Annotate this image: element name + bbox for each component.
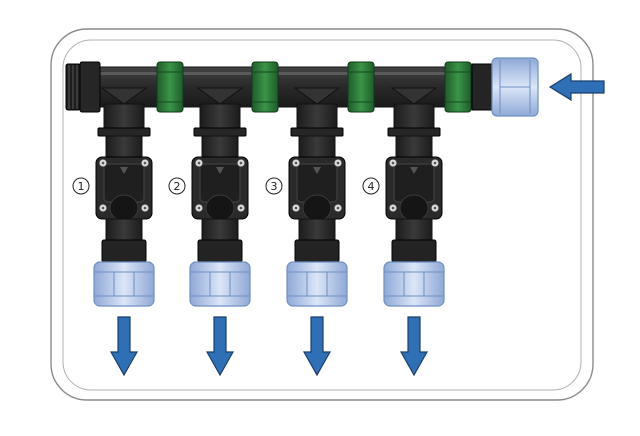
- outlet-fitting-body: [93, 261, 155, 307]
- valve-stem-collar: [290, 127, 344, 137]
- valve-4: 4: [362, 103, 445, 377]
- valve-3: 3: [265, 103, 348, 377]
- outlet-arrow-down-3: [302, 316, 332, 377]
- outlet-fitting-2: [189, 261, 251, 307]
- inlet-arrow-left: [548, 72, 605, 102]
- header-end-collar: [79, 61, 101, 113]
- valve-stem-upper: [103, 103, 145, 131]
- enclosure-inner-outline: [62, 39, 582, 391]
- valve-solenoid-base: [399, 194, 429, 222]
- screw-center: [101, 161, 105, 165]
- screw-center: [143, 161, 147, 165]
- outlet-fitting-body: [286, 261, 348, 307]
- valve-stem-collar: [387, 127, 441, 137]
- valve-stem-mid: [201, 135, 239, 159]
- valve-stem-mid: [298, 135, 336, 159]
- coupling-body: [444, 61, 472, 113]
- inlet-nut-dark: [471, 63, 495, 111]
- valve-stem-upper: [393, 103, 435, 131]
- outlet-arrow-down-2: [205, 316, 235, 377]
- valve-number-label: 3: [271, 180, 278, 193]
- valve-stem-collar: [97, 127, 151, 137]
- valve-flow-marker: [120, 167, 128, 174]
- valve-number-marker: [362, 177, 380, 195]
- valve-outlet-nut: [294, 239, 340, 263]
- valve-number-marker: [72, 177, 90, 195]
- screw-center: [391, 206, 395, 210]
- outlet-arrow-down-4: [399, 316, 429, 377]
- valve-stem-mid: [105, 135, 143, 159]
- valve-2: 2: [168, 103, 251, 377]
- screw-center: [143, 206, 147, 210]
- valve-flow-marker: [410, 167, 418, 174]
- outlet-arrow-down-1: [109, 316, 139, 377]
- tee-junction-3: [293, 87, 341, 105]
- tee-junction-4: [390, 87, 438, 105]
- valve-stem-upper: [199, 103, 241, 131]
- green-coupling-3: [347, 61, 375, 113]
- screw-center: [239, 206, 243, 210]
- valve-stem-collar: [193, 127, 247, 137]
- green-coupling-1: [156, 61, 184, 113]
- screw-center: [239, 161, 243, 165]
- valve-stem-mid: [395, 135, 433, 159]
- valve-outlet-nut: [197, 239, 243, 263]
- valve-outlet-nut: [391, 239, 437, 263]
- screw-center: [197, 161, 201, 165]
- valve-solenoid-base: [109, 194, 139, 222]
- screw-center: [294, 161, 298, 165]
- inlet-fitting: [471, 57, 539, 117]
- valve-flow-marker: [216, 167, 224, 174]
- valve-outlet-nut: [101, 239, 147, 263]
- outlet-fitting-3: [286, 261, 348, 307]
- coupling-body: [251, 61, 279, 113]
- enclosure-outline: [50, 28, 594, 401]
- valve-stem-lower: [201, 218, 239, 242]
- valve-stem-lower: [298, 218, 336, 242]
- valve-flow-marker: [313, 167, 321, 174]
- outlet-fitting-body: [189, 261, 251, 307]
- header-pipe-highlight: [70, 72, 490, 75]
- valve-solenoid-base: [205, 194, 235, 222]
- outlet-fitting-body: [383, 261, 445, 307]
- screw-center: [433, 206, 437, 210]
- tee-junction-2: [196, 87, 244, 105]
- valve-1: 1: [72, 103, 155, 377]
- coupling-body: [347, 61, 375, 113]
- valve-stem-upper: [296, 103, 338, 131]
- screw-center: [294, 206, 298, 210]
- valve-stem-lower: [105, 218, 143, 242]
- screw-center: [391, 161, 395, 165]
- valve-number-label: 2: [174, 180, 181, 193]
- header-pipe: [65, 61, 491, 113]
- valve-stem-lower: [395, 218, 433, 242]
- green-coupling-2: [251, 61, 279, 113]
- green-coupling-4: [444, 61, 472, 113]
- outlet-fitting-4: [383, 261, 445, 307]
- screw-center: [101, 206, 105, 210]
- screw-center: [336, 161, 340, 165]
- valve-number-marker: [168, 177, 186, 195]
- valve-number-marker: [265, 177, 283, 195]
- valve-number-label: 4: [368, 180, 375, 193]
- valve-solenoid-base: [302, 194, 332, 222]
- coupling-body: [156, 61, 184, 113]
- outlet-fitting-1: [93, 261, 155, 307]
- valve-number-label: 1: [78, 180, 85, 193]
- screw-center: [433, 161, 437, 165]
- tee-junction-1: [100, 87, 148, 105]
- screw-center: [336, 206, 340, 210]
- screw-center: [197, 206, 201, 210]
